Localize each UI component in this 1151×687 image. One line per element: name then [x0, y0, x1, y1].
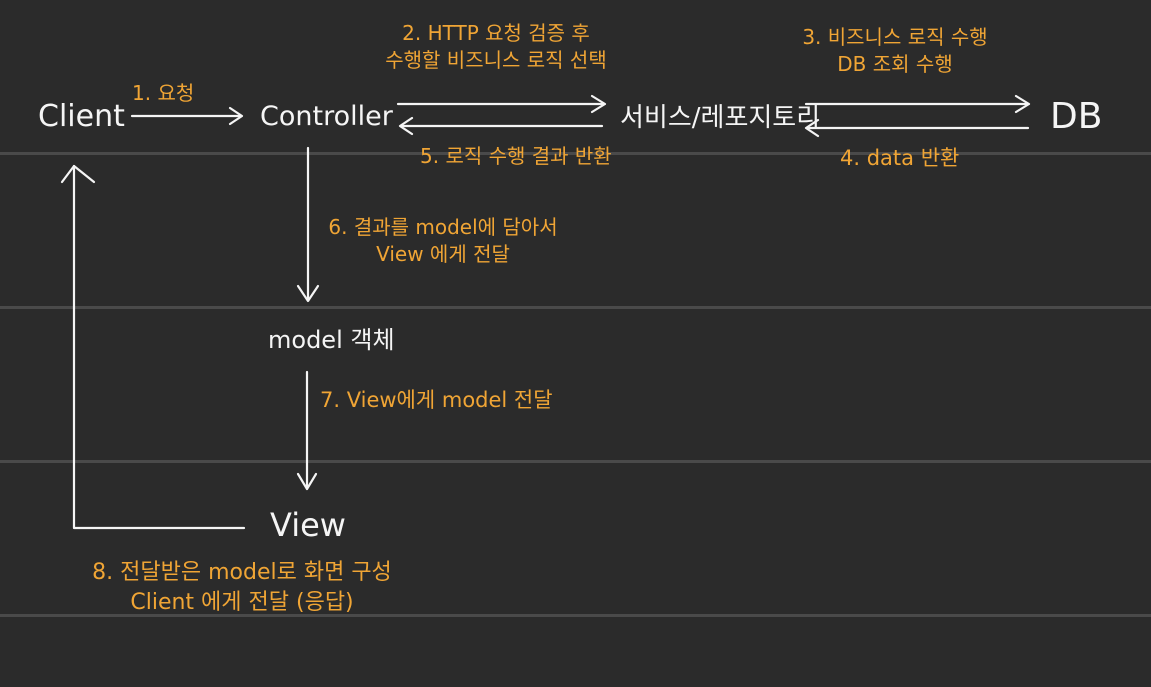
db-node: DB	[1050, 96, 1103, 137]
step-5-label: 5. 로직 수행 결과 반환	[420, 144, 612, 168]
arrow-controller-to-service	[396, 94, 607, 114]
arrow-service-to-controller	[398, 116, 604, 136]
step-8-line-2: Client 에게 전달 (응답)	[130, 589, 354, 615]
arrow-model-to-view	[296, 370, 318, 491]
arrow-controller-to-model	[296, 146, 320, 303]
model-object-node: model 객체	[268, 326, 395, 354]
arrow-db-to-service	[804, 118, 1030, 138]
step-3-line-2: DB 조회 수행	[837, 52, 953, 76]
ruled-line	[0, 152, 1151, 155]
ruled-line	[0, 614, 1151, 617]
step-3-line-1: 3. 비즈니스 로직 수행	[802, 25, 988, 49]
ruled-line	[0, 460, 1151, 463]
view-node: View	[270, 506, 346, 544]
step-3-label: 3. 비즈니스 로직 수행 DB 조회 수행	[790, 24, 1000, 78]
step-8-line-1: 8. 전달받은 model로 화면 구성	[92, 560, 392, 585]
step-2-line-2: 수행할 비즈니스 로직 선택	[385, 48, 607, 72]
step-1-label: 1. 요청	[132, 81, 195, 105]
step-7-label: 7. View에게 model 전달	[320, 388, 553, 412]
arrow-service-to-db	[804, 94, 1031, 114]
step-6-line-1: 6. 결과를 model에 담아서	[328, 215, 558, 239]
controller-node: Controller	[260, 101, 393, 132]
step-4-label: 4. data 반환	[840, 146, 960, 170]
arrow-client-to-controller	[130, 106, 244, 126]
step-2-label: 2. HTTP 요청 검증 후 수행할 비즈니스 로직 선택	[376, 20, 616, 74]
step-6-label: 6. 결과를 model에 담아서 View 에게 전달	[318, 214, 568, 268]
client-node: Client	[38, 99, 125, 134]
arrow-view-to-client	[60, 164, 246, 530]
step-2-line-1: 2. HTTP 요청 검증 후	[402, 21, 590, 45]
service-repository-node: 서비스/레포지토리	[620, 103, 821, 133]
step-6-line-2: View 에게 전달	[376, 242, 510, 266]
step-8-label: 8. 전달받은 model로 화면 구성 Client 에게 전달 (응답)	[62, 558, 422, 617]
ruled-line	[0, 306, 1151, 309]
